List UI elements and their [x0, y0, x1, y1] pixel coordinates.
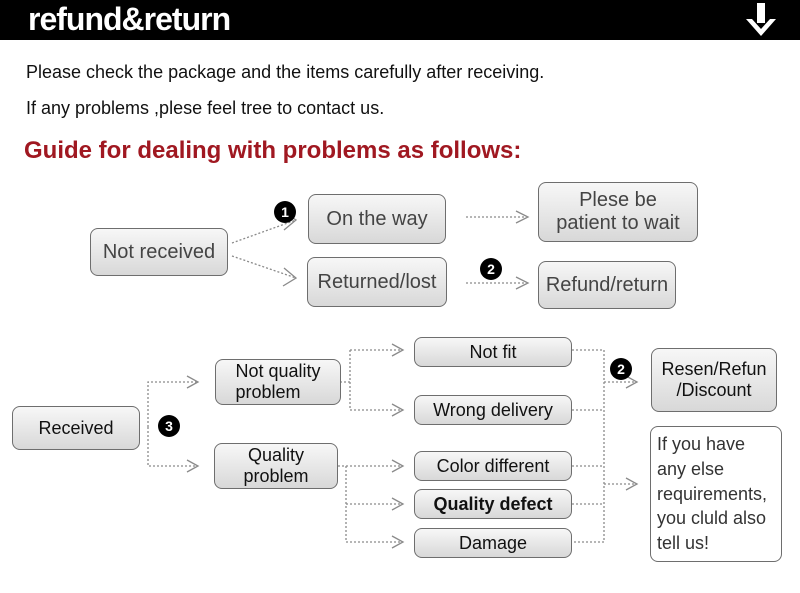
- received-box: Received: [12, 406, 140, 450]
- quality-defect-label: Quality defect: [433, 493, 553, 514]
- wrong-delivery-label: Wrong delivery: [433, 399, 553, 420]
- not-quality-line1: Not quality: [235, 361, 321, 382]
- contact-note-box: If you have any else requirements, you c…: [650, 426, 782, 562]
- contact-line-4: you cluld also: [657, 508, 767, 529]
- refund-return-label: Refund/return: [545, 273, 669, 296]
- badge-two-bottom: 2: [610, 358, 632, 380]
- badge-one: 1: [274, 201, 296, 223]
- wrong-delivery-box: Wrong delivery: [414, 395, 572, 425]
- resend-box: Resen/Refun /Discount: [651, 348, 777, 412]
- refund-return-box: Refund/return: [538, 261, 676, 309]
- down-arrow-icon: [746, 3, 776, 36]
- damage-label: Damage: [458, 532, 528, 553]
- color-different-box: Color different: [414, 451, 572, 481]
- contact-line-5: tell us!: [657, 533, 710, 554]
- badge-three: 3: [158, 415, 180, 437]
- intro-line-1: Please check the package and the items c…: [26, 62, 545, 82]
- returned-lost-box: Returned/lost: [307, 257, 447, 307]
- on-the-way-label: On the way: [326, 207, 428, 230]
- not-received-box: Not received: [90, 228, 228, 276]
- quality-line1: Quality: [247, 445, 305, 466]
- page-title: refund&return: [28, 1, 231, 37]
- on-the-way-box: On the way: [308, 194, 446, 244]
- quality-line2: problem: [243, 466, 309, 486]
- not-fit-label: Not fit: [469, 341, 517, 362]
- damage-box: Damage: [414, 528, 572, 558]
- quality-box: Quality problem: [214, 443, 338, 489]
- received-label: Received: [38, 417, 114, 438]
- not-received-label: Not received: [102, 240, 216, 263]
- not-quality-line2: problem: [235, 382, 301, 402]
- quality-defect-box: Quality defect: [414, 489, 572, 519]
- intro-line-2: If any problems ,plese feel tree to cont…: [26, 98, 385, 118]
- guide-heading: Guide for dealing with problems as follo…: [24, 137, 522, 164]
- wait-box: Plese be patient to wait: [538, 182, 698, 242]
- wait-label-line2: patient to wait: [556, 212, 680, 234]
- resend-line2: /Discount: [676, 380, 752, 400]
- header-bar: refund&return: [0, 0, 800, 40]
- not-quality-box: Not quality problem: [215, 359, 341, 405]
- resend-line1: Resen/Refun: [661, 359, 767, 380]
- badge-two-top: 2: [480, 258, 502, 280]
- color-different-label: Color different: [436, 455, 550, 476]
- not-fit-box: Not fit: [414, 337, 572, 367]
- contact-line-2: any else: [657, 458, 725, 479]
- wait-label-line1: Plese be: [579, 189, 657, 211]
- contact-line-3: requirements,: [657, 483, 768, 504]
- returned-lost-label: Returned/lost: [317, 270, 437, 293]
- contact-line-1: If you have: [657, 434, 746, 454]
